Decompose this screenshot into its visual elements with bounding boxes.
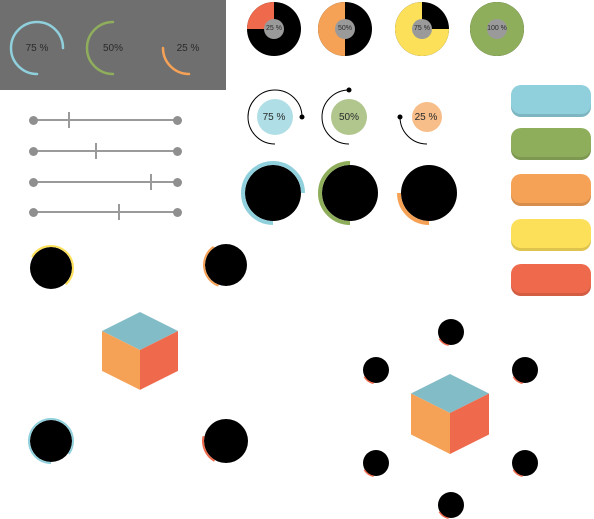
knob-gauge-label-2: 25 % [414, 112, 438, 123]
orbit-dot-accent-2 [512, 376, 523, 385]
orbit-dot-5 [438, 492, 464, 518]
ring-gauge-1-arc [318, 161, 351, 225]
arc-gauge-label-1: 50% [102, 43, 123, 54]
orbit-dot-accent-1 [363, 376, 374, 385]
knob-gauge-arc-1 [321, 89, 350, 145]
slider-start-2 [28, 177, 38, 187]
knob-gauge-dot-2 [397, 114, 403, 120]
orbit-dot-accent-0 [438, 338, 449, 347]
color-pill-blue[interactable] [511, 85, 591, 117]
knob-gauge-arc-0 [247, 89, 303, 145]
knob-gauge-dot-1 [346, 87, 352, 93]
ring-gauge-0-arc [241, 161, 305, 225]
arc-gauge-label-2: 25 % [176, 43, 200, 54]
knob-gauge-disc-0 [257, 99, 293, 135]
knob-gauge-disc-2 [412, 102, 442, 132]
slider-handle-3[interactable] [118, 204, 121, 220]
knob-gauge-arc-2 [399, 117, 428, 145]
orbit-dot-3 [363, 450, 389, 476]
cube-left-right [140, 331, 178, 390]
pie-gauge-fill-1 [318, 2, 345, 56]
pie-gauge-center-3 [487, 19, 507, 39]
arc-gauge-green [85, 20, 115, 76]
orbit-dot-2 [512, 357, 538, 383]
orbit-dot-accent-4 [512, 469, 523, 478]
slider-track-0[interactable] [33, 119, 177, 121]
orbit-dot-accent-5 [438, 511, 449, 519]
slider-end-3 [172, 207, 182, 217]
orbit-dot-0 [438, 319, 464, 345]
small-ring-orange-disc [205, 244, 247, 286]
color-pill-orange[interactable] [511, 174, 591, 206]
slider-start-3 [28, 207, 38, 217]
orbit-dot-4 [512, 450, 538, 476]
pie-gauge-label-1: 50% [337, 25, 352, 32]
knob-gauge-disc-1 [331, 99, 367, 135]
color-pill-red[interactable] [511, 264, 591, 296]
small-ring-blue-disc [30, 420, 72, 462]
arc-gauge-blue [9, 20, 65, 76]
slider-handle-1[interactable] [95, 143, 98, 159]
small-ring-blue-arc [28, 418, 74, 464]
slider-handle-0[interactable] [68, 112, 70, 128]
ring-gauge-2-arc [397, 192, 430, 225]
slider-end-1 [172, 146, 182, 156]
pie-gauge-label-3: 100 % [487, 25, 507, 32]
small-ring-red-arc [202, 436, 216, 462]
color-pill-green[interactable] [511, 128, 591, 160]
pie-gauge-label-2: 75 % [414, 25, 430, 32]
pie-gauge-label-0: 25 % [266, 25, 282, 32]
ring-gauge-1-disc [322, 165, 378, 221]
cube-left-left [102, 331, 140, 390]
slider-end-0 [172, 115, 182, 125]
pie-gauge-center-0 [264, 19, 284, 39]
knob-gauge-dot-0 [299, 114, 305, 120]
slider-track-1[interactable] [33, 150, 177, 152]
pie-gauge-center-1 [335, 19, 355, 39]
knob-gauge-label-0: 75 % [262, 112, 286, 123]
orbit-dot-1 [363, 357, 389, 383]
slider-handle-2[interactable] [150, 174, 153, 190]
arc-gauge-label-0: 75 % [25, 43, 49, 54]
small-ring-red-disc [204, 419, 248, 463]
slider-start-1 [28, 146, 38, 156]
small-ring-yellow-disc [30, 247, 72, 289]
small-ring-yellow-arc [31, 245, 74, 286]
pie-gauge-center-2 [412, 19, 432, 39]
ring-gauge-0-disc [245, 165, 301, 221]
arc-gauge-orange [161, 46, 191, 76]
slider-end-2 [172, 177, 182, 187]
color-pill-yellow[interactable] [511, 219, 591, 251]
cube-right-left [411, 393, 450, 454]
slider-track-2[interactable] [33, 181, 177, 183]
ring-gauge-2-disc [401, 165, 457, 221]
orbit-dot-accent-3 [363, 469, 374, 478]
small-ring-orange-arc [203, 245, 219, 287]
knob-gauge-label-1: 50% [338, 112, 359, 123]
slider-start-0 [28, 115, 38, 125]
cube-right-right [450, 393, 489, 454]
slider-track-3[interactable] [33, 211, 177, 213]
